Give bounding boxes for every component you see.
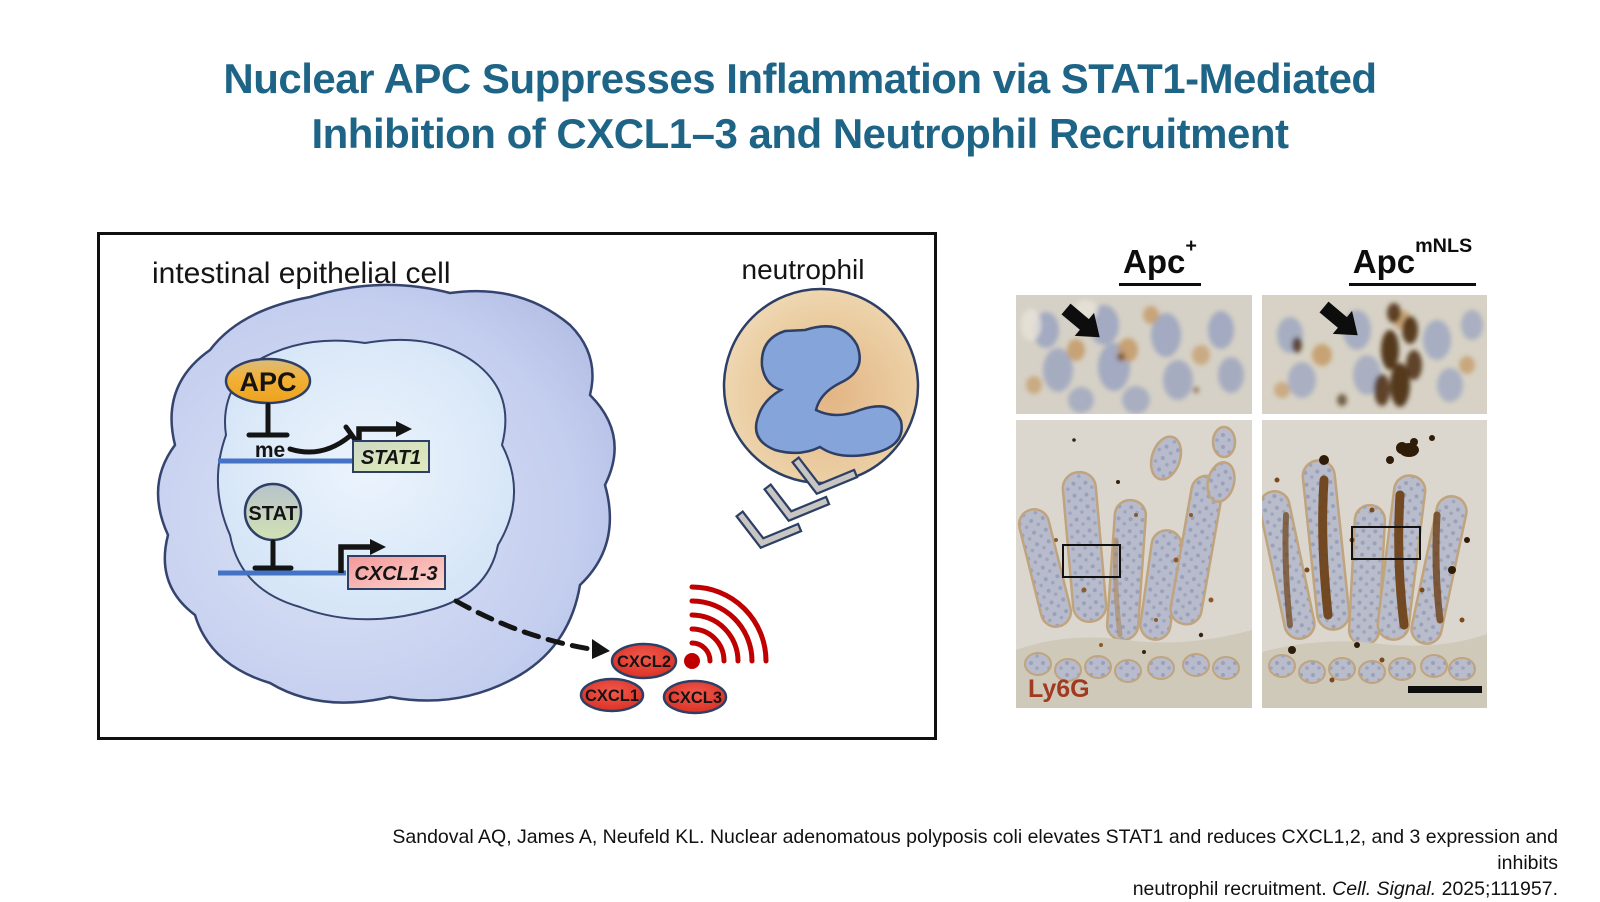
- cxcl2-oval: [610, 642, 678, 680]
- ihc-micrograph-apc-plus: Ly6G: [1016, 420, 1252, 708]
- epithelial-cell-nucleus: [216, 338, 516, 621]
- stain-label: Ly6G: [1028, 675, 1090, 703]
- citation: Sandoval AQ, James A, Neufeld KL. Nuclea…: [338, 824, 1558, 902]
- villi: [1017, 425, 1237, 642]
- stat1-arrowhead: [396, 421, 412, 437]
- pointer-arrow-icon: [1319, 301, 1358, 336]
- pathway-panel: intestinal epithelial cell neutrophil AP…: [97, 232, 937, 740]
- stain-blobs: [1274, 435, 1470, 683]
- citation-journal: Cell. Signal.: [1332, 878, 1437, 901]
- scale-bar: [1408, 686, 1482, 693]
- apc-mnls-superscript: mNLS: [1415, 235, 1473, 258]
- apc-label: APC: [239, 367, 296, 397]
- crypts: [1024, 652, 1240, 683]
- ihc-genotype-label-apc-plus: Apc+: [1080, 235, 1240, 286]
- apc-mnls-text: Apc: [1352, 243, 1416, 280]
- figure-title-line1: Nuclear APC Suppresses Inflammation via …: [223, 55, 1377, 102]
- figure-title-line2: Inhibition of CXCL1–3 and Neutrophil Rec…: [311, 109, 1289, 157]
- methylation-label: me: [255, 439, 285, 462]
- cxcl-gene-label: CXCL1-3: [354, 563, 437, 585]
- secretion-dashed-arrow: [453, 598, 593, 652]
- apc-plus-text: Apc: [1123, 243, 1186, 280]
- chemokine-signal-icon: [689, 584, 769, 664]
- ihc-inset-apc-mnls: [1262, 295, 1487, 414]
- ihc-inset-apc-plus: [1016, 295, 1252, 414]
- stat-inhibition-tbar: [252, 539, 294, 571]
- cxcl2-label: CXCL2: [617, 653, 671, 671]
- me-inhibition-curve: [287, 433, 353, 455]
- crypts: [1268, 654, 1476, 684]
- ihc-genotype-label-apc-mnls: ApcmNLS: [1320, 235, 1505, 286]
- roi-rectangle: [1062, 544, 1121, 578]
- figure-title: Nuclear APC Suppresses Inflammation via …: [0, 52, 1600, 161]
- cxcl3-oval: [662, 679, 728, 715]
- cxcl3-label: CXCL3: [668, 689, 722, 707]
- tissue-texture: [1274, 303, 1483, 407]
- citation-line2-pre: neutrophil recruitment.: [1132, 878, 1333, 901]
- stain-specks: [1054, 438, 1214, 654]
- roi-rectangle: [1351, 526, 1421, 560]
- cxcl1-label: CXCL1: [585, 687, 639, 705]
- cxcl-arrowhead: [370, 539, 386, 555]
- me-inhibition-tbar: [343, 424, 359, 444]
- cxcl-transcription-arrow: [338, 544, 372, 573]
- apc-plus-superscript: +: [1185, 235, 1197, 258]
- cxcl-gene-box: [347, 555, 446, 590]
- secretion-arrowhead: [592, 639, 610, 659]
- neutrophil-label: neutrophil: [742, 254, 865, 285]
- cell-label: intestinal epithelial cell: [152, 257, 451, 290]
- chemokine-signal-dot: [684, 653, 700, 669]
- stat1-gene-box: [352, 440, 430, 473]
- stat-protein-label: STAT: [248, 503, 297, 525]
- pathway-diagram: intestinal epithelial cell neutrophil AP…: [152, 254, 920, 715]
- neutrophil-nucleus: [754, 325, 903, 458]
- motion-chevrons: [734, 455, 859, 550]
- cxcl1-oval: [579, 677, 645, 713]
- citation-line2-post: 2025;111957.: [1436, 878, 1558, 901]
- citation-line2: neutrophil recruitment. Cell. Signal. 20…: [338, 876, 1558, 902]
- faint-stain-streak: [1113, 537, 1123, 638]
- apc-inhibition-tbar: [246, 402, 290, 438]
- ihc-micrograph-apc-mnls: [1258, 420, 1487, 708]
- stat1-gene-label: STAT1: [361, 447, 421, 469]
- citation-line1: Sandoval AQ, James A, Neufeld KL. Nuclea…: [392, 826, 1558, 875]
- pointer-arrow-icon: [1061, 303, 1100, 338]
